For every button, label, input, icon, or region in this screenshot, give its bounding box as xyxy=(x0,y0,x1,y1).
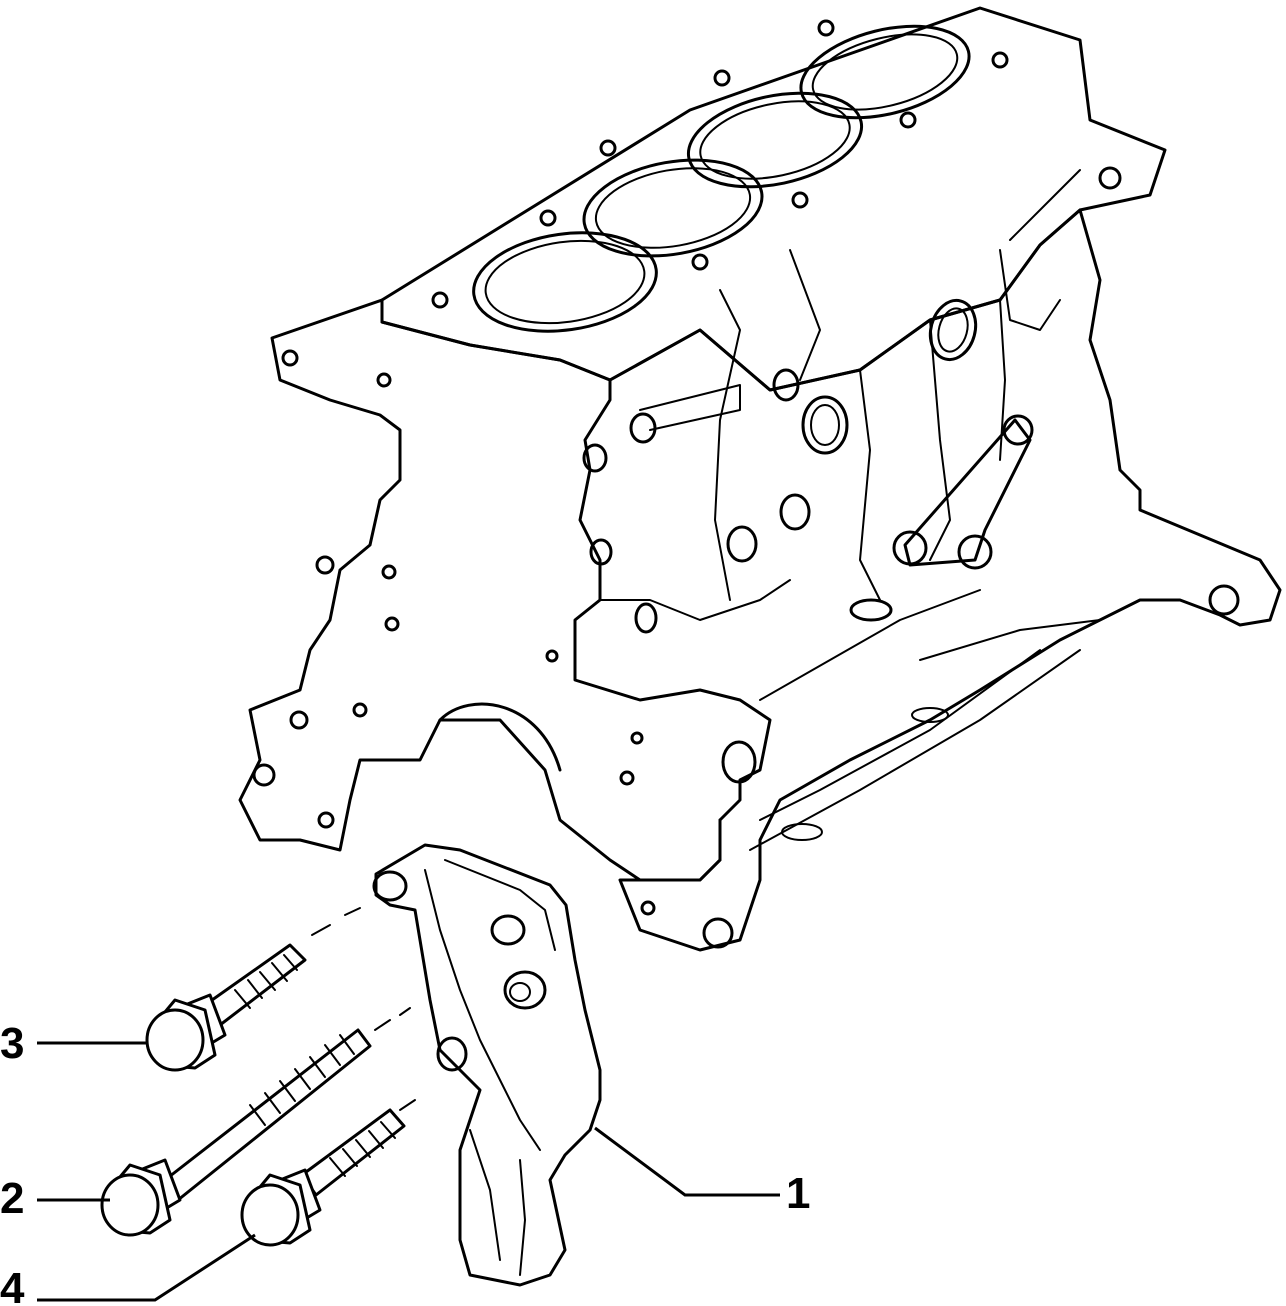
upper-bolt xyxy=(145,943,307,1072)
support-bracket xyxy=(372,843,602,1287)
callout-labels: 1 2 3 4 xyxy=(0,1019,810,1306)
alignment-lines xyxy=(311,907,416,1111)
callout-2: 2 xyxy=(0,1174,24,1223)
long-bolt xyxy=(100,1028,372,1237)
callout-3: 3 xyxy=(0,1019,24,1068)
lower-bolt xyxy=(240,1108,406,1247)
callout-1: 1 xyxy=(786,1169,810,1218)
leader-lines xyxy=(37,1041,780,1302)
engine-block xyxy=(238,6,1282,952)
leader-line-1 xyxy=(594,1126,780,1197)
leader-line-4 xyxy=(37,1233,256,1302)
callout-4: 4 xyxy=(0,1264,25,1306)
